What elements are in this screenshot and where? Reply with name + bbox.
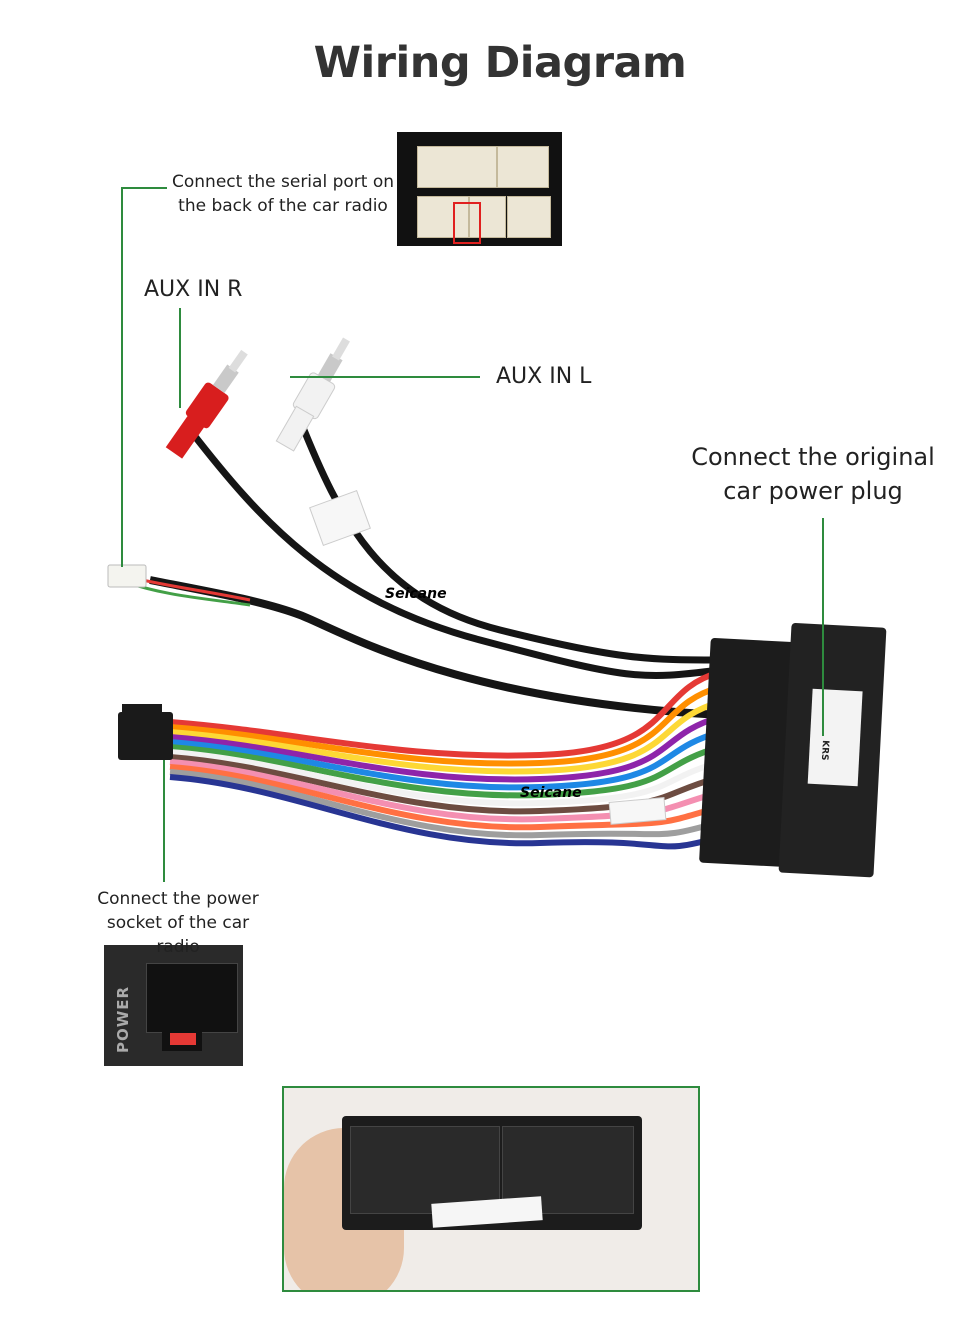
serial-connector	[107, 564, 147, 588]
bundle-tag	[608, 797, 667, 825]
bundle-wire	[169, 769, 721, 839]
label-aux-in-l: AUX IN L	[496, 364, 592, 389]
power-socket-pins	[146, 963, 238, 1033]
connector-photo-frame	[282, 1086, 700, 1292]
port-block-top-right	[497, 146, 549, 188]
power-connector-latch	[122, 704, 162, 716]
callout-serial-v	[121, 187, 123, 567]
bundle-wire	[169, 729, 721, 791]
label-power-socket-line2: socket of the car radio	[106, 913, 250, 957]
label-original-plug-line1: Connect the original	[691, 443, 935, 471]
rca-plug-white	[275, 337, 350, 452]
harness-tag-brand: KRS	[819, 740, 830, 761]
aux-r-cable	[187, 427, 721, 680]
watermark-top: Seicane	[385, 586, 447, 602]
power-socket-latch	[170, 1033, 196, 1045]
callout-aux-r	[179, 308, 181, 408]
bundle-wire	[169, 684, 721, 767]
page-title: Wiring Diagram	[313, 38, 687, 88]
bundle-wire	[169, 744, 721, 799]
serial-wire-white	[119, 583, 251, 612]
bundle-wire	[169, 754, 721, 815]
label-power-socket-line1: Connect the power	[97, 889, 259, 909]
serial-port-photo	[397, 132, 562, 246]
callout-aux-l	[290, 376, 480, 378]
callout-original-plug	[822, 518, 824, 736]
port-block-top-left	[417, 146, 497, 188]
bundle-wire	[169, 759, 721, 823]
rca-plug-red	[165, 349, 248, 459]
bundle-wire	[169, 774, 721, 850]
label-original-plug-line2: car power plug	[723, 477, 903, 505]
label-serial-port-line1: Connect the serial port on	[172, 172, 394, 192]
label-serial-port: Connect the serial port on the back of t…	[170, 170, 396, 218]
connector-face	[342, 1116, 642, 1230]
label-original-plug: Connect the original car power plug	[690, 440, 936, 508]
bundle-wire	[169, 764, 721, 831]
port-block-bottom-right	[507, 196, 551, 238]
bundle-wire	[169, 714, 721, 783]
label-serial-port-line2: the back of the car radio	[178, 196, 388, 216]
bundle-wire	[169, 669, 721, 759]
aux-cable-tag	[309, 490, 371, 546]
watermark-bottom: Seicane	[520, 785, 582, 801]
callout-serial-h	[121, 187, 167, 189]
label-power-socket: Connect the power socket of the car radi…	[88, 887, 268, 959]
bundle-wire	[169, 749, 721, 807]
aux-l-cable	[296, 418, 721, 664]
serial-port-highlight	[453, 202, 481, 244]
power-port-label: POWER	[114, 985, 132, 1053]
label-aux-in-r: AUX IN R	[144, 277, 243, 302]
callout-power-socket	[163, 760, 165, 882]
connector-half-left	[350, 1126, 500, 1214]
power-socket-photo: POWER	[104, 945, 243, 1066]
main-connector	[699, 623, 887, 878]
bundle-wire	[169, 699, 721, 775]
wire-bundle	[169, 669, 721, 850]
power-connector	[118, 712, 173, 760]
